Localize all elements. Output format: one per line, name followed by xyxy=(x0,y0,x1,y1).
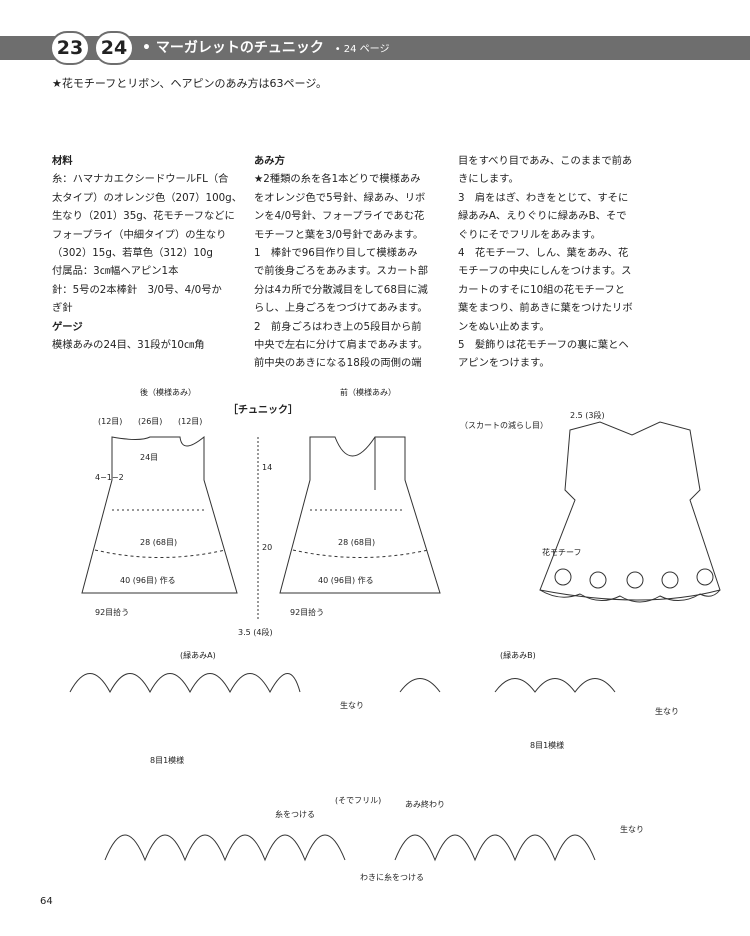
front-hem-label: 92目拾う xyxy=(290,607,324,617)
method-line: 目をすべり目であみ、このままで前あ xyxy=(458,155,633,167)
flower-label: 花モチーフ xyxy=(542,547,582,557)
flower-motif xyxy=(626,571,644,589)
project-number-24: 24 xyxy=(94,31,134,65)
back-width-a: (12目) xyxy=(98,417,122,426)
method-line: 葉をまつり、前あきに葉をつけたリボ xyxy=(458,302,633,315)
frill-label: (そでフリル) xyxy=(335,796,381,805)
page-number: 64 xyxy=(40,896,53,907)
pattern-diagrams: 後（模様あみ） ［チュニック］ 前（模様あみ） (12目) (26目) (12目… xyxy=(69,387,721,882)
diagram-title: ［チュニック］ xyxy=(228,403,298,416)
page-reference: • 24 ページ xyxy=(334,44,390,55)
method-line: アピンをつけます。 xyxy=(458,357,550,370)
hem-depth: 3.5 (4段) xyxy=(238,627,273,637)
gauge-text: 模様あみの24目、31段が10㎝角 xyxy=(52,339,205,352)
back-width-b: (26目) xyxy=(138,417,162,426)
back-hem-label: 92目拾う xyxy=(95,607,129,617)
back-label: 後（模様あみ） xyxy=(140,387,196,397)
front-decrease-curve xyxy=(292,549,429,558)
project-number-23: 23 xyxy=(50,31,90,65)
materials-line: 糸：ハマナカエクシードウールFL（合 xyxy=(52,173,229,186)
frill-yarn: 生なり xyxy=(620,824,644,834)
frill-end: あみ終わり xyxy=(405,799,445,809)
front-outline xyxy=(279,436,441,594)
length-top: 14 xyxy=(262,463,272,472)
method-step-1: 1 棒針で96目作り目して模様あみ xyxy=(254,247,418,260)
frill-attach: 糸をつける xyxy=(275,809,315,819)
method-step-5: 5 髪飾りは花モチーフの裏に葉とヘ xyxy=(458,339,629,352)
edging-a-yarn: 生なり xyxy=(340,700,364,710)
method-line: 緑あみA、えりぐりに緑あみB、そで xyxy=(458,210,627,223)
edging-a-chart xyxy=(69,673,301,694)
edging-b-label: (緑あみB) xyxy=(500,650,536,660)
method-column: あみ方 ★2種類の糸を各1本どりで模様あみ をオレンジ色で5号針、緑あみ、リボ … xyxy=(254,152,454,373)
intro-note: ★花モチーフとリボン、ヘアピンのあみ方は63ページ。 xyxy=(52,77,327,90)
flower-motif xyxy=(589,571,607,589)
length-bottom: 20 xyxy=(262,543,272,552)
front-label: 前（模様あみ） xyxy=(340,387,396,397)
finished-tunic-outline xyxy=(539,421,721,601)
method-line: モチーフの中央にしんをつけます。ス xyxy=(458,265,632,278)
finished-label: 2.5 (3段) xyxy=(570,410,605,420)
materials-heading: 材料 xyxy=(52,155,73,167)
skirt-decrease-title: （スカートの減らし目） xyxy=(460,420,548,430)
materials-line: 太タイプ）のオレンジ色（207）100g、 xyxy=(52,191,242,204)
method-line: ぐりにそでフリルをあみます。 xyxy=(458,228,601,241)
back-neck-note: 24目 xyxy=(140,453,158,462)
method-step-4: 4 花モチーフ、しん、葉をあみ、花 xyxy=(458,247,629,260)
method-line: ★2種類の糸を各1本どりで模様あみ xyxy=(254,173,421,186)
frill-side: わきに糸をつける xyxy=(360,872,424,882)
back-base: 40 (96目) 作る xyxy=(120,575,176,585)
method-line: きにします。 xyxy=(458,173,519,186)
gauge-heading: ゲージ xyxy=(52,320,83,333)
method-column-continued: 目をすべり目であみ、このままで前あ きにします。 3 肩をはぎ、わきをとじて、す… xyxy=(458,152,663,373)
front-row-count: 28 (68目) xyxy=(338,538,375,547)
back-arm-decrease: 4−1−2 xyxy=(95,473,124,482)
page-title: • マーガレットのチュニック • 24 ページ xyxy=(142,37,389,61)
materials-line: （302）15g、若草色（312）10g xyxy=(52,247,213,260)
back-decrease-curve xyxy=(94,549,226,558)
front-base: 40 (96目) 作る xyxy=(318,575,374,585)
method-line: カートのすそに10組の花モチーフと xyxy=(458,283,625,296)
back-width-c: (12目) xyxy=(178,417,202,426)
method-line: 前中央のあきになる18段の両側の端 xyxy=(254,357,422,370)
method-line: で前後身ごろをあみます。スカート部 xyxy=(254,265,429,278)
flower-motif xyxy=(554,568,572,586)
method-line: をオレンジ色で5号針、緑あみ、リボ xyxy=(254,191,426,204)
back-outline xyxy=(81,435,238,594)
materials-line: 針：5号の2本棒針 3/0号、4/0号か xyxy=(52,283,222,296)
edging-b-yarn: 生なり xyxy=(655,706,679,716)
title-text: • マーガレットのチュニック xyxy=(142,40,324,56)
flower-motif xyxy=(661,571,679,589)
method-line: モチーフと葉を3/0号針であみます。 xyxy=(254,228,424,241)
materials-line: ぎ針 xyxy=(52,302,73,315)
method-line: 分は4カ所で分散減目をして68目に減 xyxy=(254,283,428,296)
materials-column: 材料 糸：ハマナカエクシードウールFL（合 太タイプ）のオレンジ色（207）10… xyxy=(52,152,247,354)
method-step-3: 3 肩をはぎ、わきをとじて、すそに xyxy=(458,191,629,204)
method-line: ンを4/0号針、フォープライであむ花 xyxy=(254,210,425,223)
materials-line: 生なり（201）35g、花モチーフなどに xyxy=(52,210,235,223)
method-line: らし、上身ごろをつづけてあみます。 xyxy=(254,302,428,315)
back-row-count: 28 (68目) xyxy=(140,538,177,547)
method-heading: あみ方 xyxy=(254,155,285,167)
materials-line: 付属品：3㎝幅ヘアピン1本 xyxy=(52,265,179,278)
flower-motif xyxy=(696,568,714,586)
method-line: 中央で左右に分けて肩まであみます。 xyxy=(254,339,428,352)
edging-a-repeat: 8目1模様 xyxy=(150,755,184,765)
method-step-2: 2 前身ごろはわき上の5段目から前 xyxy=(254,320,422,333)
materials-line: フォープライ（中細タイプ）の生なり xyxy=(52,228,227,241)
sleeve-frill-chart xyxy=(104,834,596,862)
hem-scallop xyxy=(539,589,721,603)
edging-b-chart xyxy=(399,678,616,693)
edging-b-repeat: 8目1模様 xyxy=(530,740,564,750)
edging-a-label: (緑あみA) xyxy=(180,650,216,660)
method-line: ンをぬい止めます。 xyxy=(458,320,550,333)
